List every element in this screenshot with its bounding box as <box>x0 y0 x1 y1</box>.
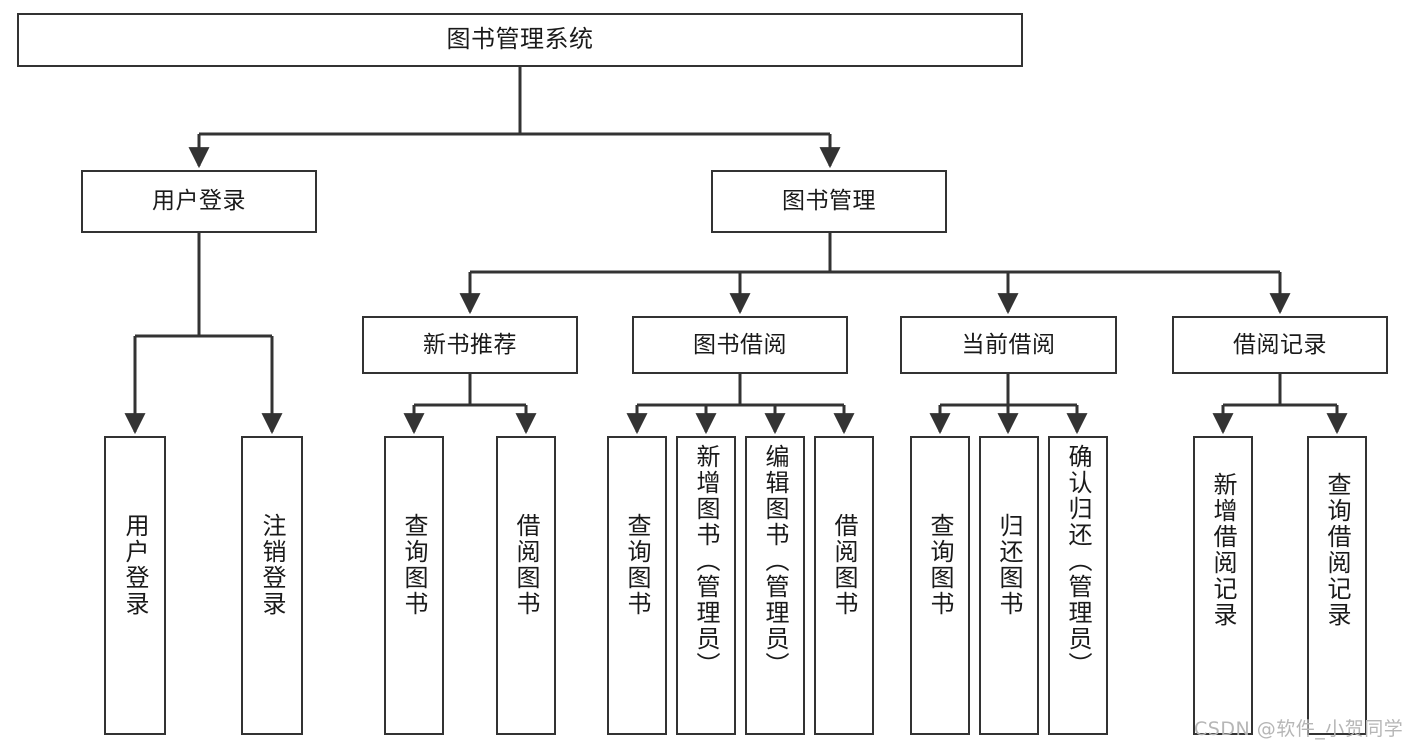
node-leaf-user-login-label: 用户登录 <box>121 513 149 617</box>
node-new-book-recommend[interactable]: 新书推荐 <box>362 316 578 374</box>
node-leaf-query-book-1[interactable]: 查询图书 <box>384 436 444 735</box>
node-leaf-edit-book[interactable]: 编辑图书（管理员） <box>745 436 805 735</box>
node-leaf-add-book-label: 新增图书（管理员） <box>692 444 720 678</box>
node-user-login[interactable]: 用户登录 <box>81 170 317 233</box>
node-current-borrow-label: 当前借阅 <box>961 331 1056 358</box>
node-leaf-confirm-return-label: 确认归还（管理员） <box>1064 444 1092 678</box>
node-leaf-confirm-return[interactable]: 确认归还（管理员） <box>1048 436 1108 735</box>
node-leaf-logout-login[interactable]: 注销登录 <box>241 436 303 735</box>
node-leaf-add-book[interactable]: 新增图书（管理员） <box>676 436 736 735</box>
node-root[interactable]: 图书管理系统 <box>17 13 1023 67</box>
node-root-label: 图书管理系统 <box>446 25 594 54</box>
node-leaf-query-record[interactable]: 查询借阅记录 <box>1307 436 1367 735</box>
node-leaf-query-book-2-label: 查询图书 <box>623 513 651 617</box>
node-leaf-add-record[interactable]: 新增借阅记录 <box>1193 436 1253 735</box>
node-leaf-return-book-label: 归还图书 <box>995 513 1023 617</box>
node-user-login-label: 用户登录 <box>152 188 246 215</box>
node-book-borrow-label: 图书借阅 <box>693 331 787 358</box>
node-book-management-label: 图书管理 <box>782 188 876 215</box>
node-new-book-recommend-label: 新书推荐 <box>423 331 517 358</box>
node-leaf-borrow-book-1-label: 借阅图书 <box>512 513 540 617</box>
node-leaf-edit-book-label: 编辑图书（管理员） <box>761 444 789 678</box>
node-leaf-borrow-book-2[interactable]: 借阅图书 <box>814 436 874 735</box>
node-leaf-return-book[interactable]: 归还图书 <box>979 436 1039 735</box>
csdn-watermark: CSDN @软件_小贺同学 <box>1194 718 1404 740</box>
node-book-borrow[interactable]: 图书借阅 <box>632 316 848 374</box>
node-leaf-query-record-label: 查询借阅记录 <box>1323 472 1351 628</box>
node-leaf-user-login[interactable]: 用户登录 <box>104 436 166 735</box>
node-book-management[interactable]: 图书管理 <box>711 170 947 233</box>
node-borrow-record-label: 借阅记录 <box>1233 331 1327 358</box>
node-leaf-add-record-label: 新增借阅记录 <box>1209 472 1237 628</box>
node-leaf-borrow-book-1[interactable]: 借阅图书 <box>496 436 556 735</box>
node-leaf-borrow-book-2-label: 借阅图书 <box>830 513 858 617</box>
node-borrow-record[interactable]: 借阅记录 <box>1172 316 1388 374</box>
node-leaf-query-book-3-label: 查询图书 <box>926 513 954 617</box>
node-leaf-logout-login-label: 注销登录 <box>258 513 286 617</box>
node-leaf-query-book-3[interactable]: 查询图书 <box>910 436 970 735</box>
node-leaf-query-book-1-label: 查询图书 <box>400 513 428 617</box>
node-leaf-query-book-2[interactable]: 查询图书 <box>607 436 667 735</box>
node-current-borrow[interactable]: 当前借阅 <box>900 316 1117 374</box>
